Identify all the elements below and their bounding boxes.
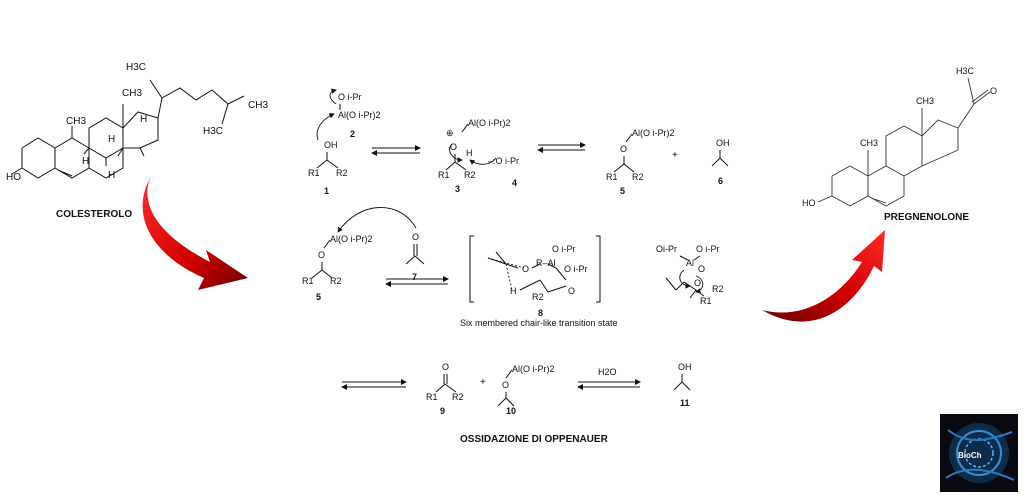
c6-number: 6 — [718, 176, 723, 186]
mech-o2: O — [694, 278, 701, 288]
mech-oipr-right: O i-Pr — [696, 244, 720, 254]
c5b-r2: R2 — [330, 276, 342, 286]
chol-ch3-a-label: CH3 — [122, 88, 142, 99]
c7-number: 7 — [412, 272, 417, 282]
reaction-title: OSSIDAZIONE DI OPPENAUER — [460, 434, 609, 445]
c8-number: 8 — [538, 308, 543, 318]
c4-oipr: –:O i-Pr — [488, 156, 519, 166]
c5-r1: R1 — [606, 172, 618, 182]
chol-h1-label: H — [108, 134, 115, 145]
mech-r1: R1 — [700, 296, 712, 306]
c11-number: 11 — [680, 398, 690, 408]
c1-oh: OH — [324, 140, 338, 150]
c3-r1: R1 — [438, 170, 450, 180]
h2o-label: H2O — [598, 367, 617, 377]
ts-o-left: O — [522, 264, 529, 274]
c3-h: H — [466, 148, 473, 158]
ts-r-al: R–Al — [536, 258, 556, 268]
c9-number: 9 — [440, 406, 445, 416]
c3-r2: R2 — [464, 170, 476, 180]
c3-al: Al(O i-Pr)2 — [468, 118, 511, 128]
chol-ho-label: HO — [6, 172, 21, 183]
mech-oipr-left: Oi-Pr — [656, 244, 677, 254]
cholesterol-structure — [11, 79, 245, 179]
c1-r1: R1 — [308, 168, 320, 178]
c1-r2: R2 — [336, 168, 348, 178]
ts-oipr-top: O i-Pr — [552, 244, 576, 254]
c3-o: O — [450, 142, 457, 152]
c3-number: 3 — [455, 184, 460, 194]
ts-oipr-right: O i-Pr — [564, 264, 588, 274]
c2-number: 2 — [350, 129, 355, 139]
red-arrow-right — [762, 230, 885, 322]
red-arrow-left — [142, 178, 248, 290]
c5b-o: O — [318, 250, 325, 260]
cholesterol-caption: COLESTEROLO — [56, 209, 132, 220]
c2-al: Al(O i-Pr)2 — [338, 110, 381, 120]
preg-h3c-label: H3C — [956, 66, 975, 76]
preg-ch3-a-label: CH3 — [916, 96, 934, 106]
c7-o: O — [412, 232, 419, 242]
c11-oh: OH — [678, 362, 692, 372]
c9-o: O — [442, 362, 449, 372]
ts-o-right: O — [568, 286, 575, 296]
logo-text: BioCh — [958, 451, 982, 460]
c6-oh: OH — [716, 138, 730, 148]
c10-o: O — [502, 380, 509, 390]
chol-h4-label: H — [140, 114, 147, 125]
c5-number: 5 — [620, 186, 625, 196]
plus-row1: + — [672, 150, 678, 161]
c4-number: 4 — [512, 178, 517, 188]
c10-number: 10 — [506, 406, 516, 416]
ts-r2: R2 — [532, 292, 544, 302]
c2-oipr: O i-Pr — [338, 92, 362, 102]
chol-h3-label: H — [108, 170, 115, 181]
chol-ch3-side-label: CH3 — [248, 100, 268, 111]
c5b-al: Al(O i-Pr)2 — [330, 234, 373, 244]
c5b-r1: R1 — [302, 276, 314, 286]
biochem-logo: BioCh — [940, 414, 1018, 492]
c9-r1: R1 — [426, 392, 438, 402]
c5b-number: 5 — [316, 292, 321, 302]
pregnenolone-caption: PREGNENOLONE — [884, 212, 969, 223]
c3-plus: ⊕ — [446, 128, 454, 138]
c9-r2: R2 — [452, 392, 464, 402]
mech-al: Al — [686, 258, 694, 268]
c1-number: 1 — [324, 186, 329, 196]
ts-h: H — [510, 286, 517, 296]
c5-o: O — [620, 144, 627, 154]
chol-h3c-top-label: H3C — [126, 62, 146, 73]
pregnenolone-structure — [806, 52, 1006, 222]
chol-ch3-b-label: CH3 — [66, 116, 86, 127]
transition-state-caption: Six membered chair-like transition state — [460, 318, 618, 328]
c5-al: Al(O i-Pr)2 — [632, 128, 675, 138]
chol-h2-label: H — [82, 156, 89, 167]
mech-r2: R2 — [712, 284, 724, 294]
plus-row3: + — [480, 377, 486, 388]
chol-h3c-bottom-label: H3C — [203, 126, 223, 137]
preg-ch3-b-label: CH3 — [860, 138, 878, 148]
c10-al: Al(O i-Pr)2 — [512, 364, 555, 374]
c5-r2: R2 — [632, 172, 644, 182]
preg-ho-label: HO — [802, 198, 816, 208]
preg-o-label: O — [990, 86, 997, 96]
mech-o: O — [698, 264, 705, 274]
